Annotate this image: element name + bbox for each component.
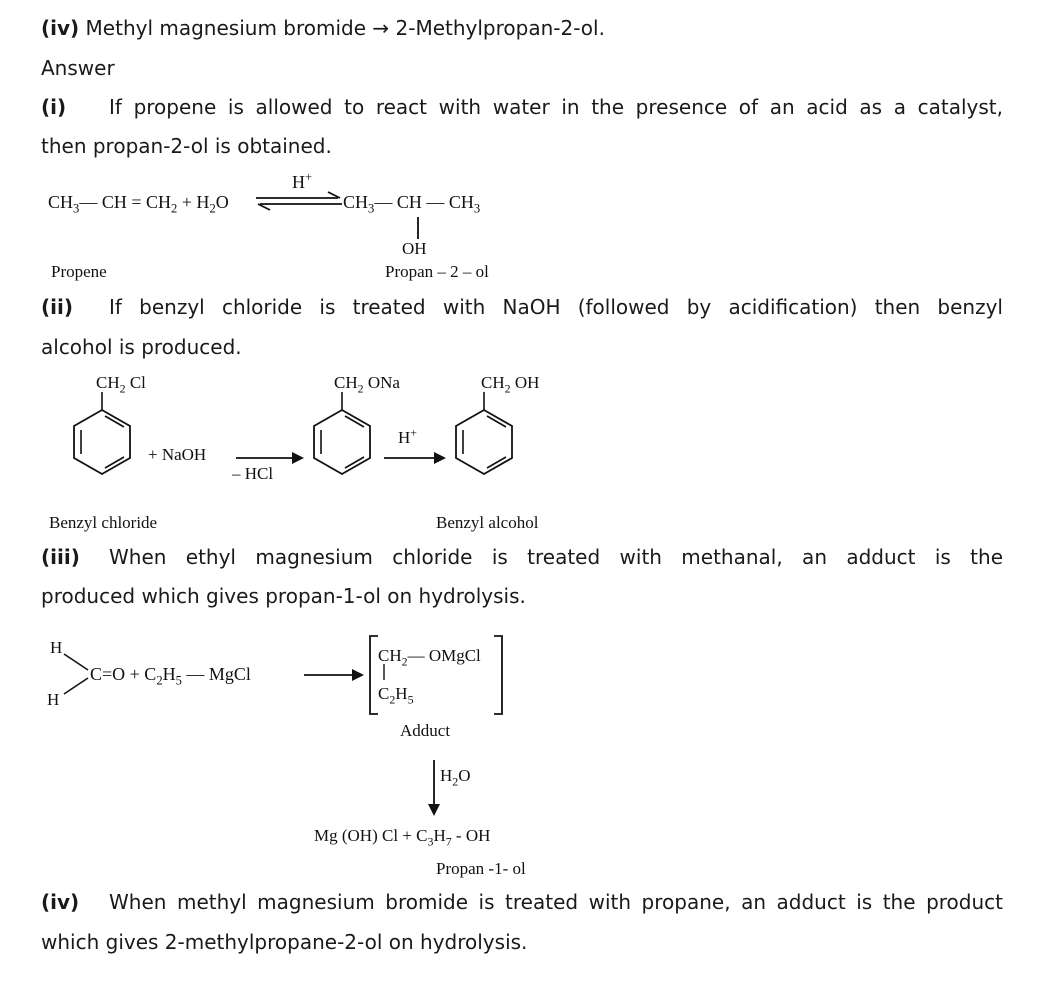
adduct-top: CH2— OMgCl [378,646,481,669]
question-text: Methyl magnesium bromide → 2-Methylpropa… [85,16,605,40]
acid-catalyst: H+ [292,170,313,192]
question-heading: (iv) Methyl magnesium bromide → 2-Methyl… [41,16,605,40]
equilibrium-arrow [256,191,342,211]
propan-2-ol-formula: CH3— CH — CH3 [343,192,481,216]
propene-formula: CH3— CH = CH2 + H2O [48,192,229,216]
adduct-brackets [369,635,503,715]
reaction-arrow-3 [304,669,364,681]
naoh-reagent: + NaOH [148,445,207,464]
part-iii-line1: (iii) When ethyl magnesium chloride is tr… [41,545,1003,569]
part-iii-text: When ethyl magnesium chloride is treated… [109,545,1003,569]
part-ii-line1: (ii) If benzyl chloride is treated with N… [41,295,1003,319]
part-i-line2: then propan-2-ol is obtained. [41,134,332,158]
hydrolysis-arrow [428,760,440,816]
benzyl-chloride-substituent: CH2 Cl [96,373,146,396]
methanal-h-bottom: H [47,690,60,709]
part-ii-text: If benzyl chloride is treated with NaOH … [109,295,1003,319]
grignard-reactants: C=O + C2H5 — MgCl [90,664,251,688]
part-i-text: If propene is allowed to react with wate… [109,95,1003,119]
answer-label: Answer [41,56,115,80]
adduct-label: Adduct [400,721,451,740]
benzene-ring-3 [455,392,513,476]
benzyl-alcohol-substituent: CH2 OH [481,373,540,396]
part-i-mark: (i) [41,95,67,119]
part-iii-mark: (iii) [41,545,80,569]
part-iv-mark: (iv) [41,890,80,914]
reaction-arrow-1 [236,452,304,464]
part-iv-line2: which gives 2-methylpropane-2-ol on hydr… [41,930,528,954]
label-benzyl-chloride: Benzyl chloride [49,513,158,532]
adduct-ethyl: C2H5 [378,684,414,707]
label-propene: Propene [51,262,107,281]
benzene-ring-1 [73,392,131,476]
hydroxyl-group: OH [402,239,427,258]
part-ii-mark: (ii) [41,295,73,319]
part-i-line1: (i) If propene is allowed to react with w… [41,95,1003,119]
reaction-arrow-2 [384,452,446,464]
oh-bond [417,217,419,239]
hcl-byproduct: – HCl [232,464,274,483]
water-reagent: H2O [440,766,471,789]
label-propan-2-ol: Propan – 2 – ol [385,262,489,281]
label-benzyl-alcohol: Benzyl alcohol [436,513,539,532]
hydrolysis-products: Mg (OH) Cl + C3H7 - OH [314,826,491,849]
sodium-benzoxide-substituent: CH2 ONa [334,373,400,396]
benzene-ring-2 [313,392,371,476]
question-mark: (iv) [41,16,80,40]
acidification-label: H+ [398,425,417,447]
part-iv-line1: (iv) When methyl magnesium bromide is tre… [41,890,1003,914]
label-propan-1-ol: Propan -1- ol [436,859,526,878]
methanal-bonds [63,653,89,695]
part-iv-text: When methyl magnesium bromide is treated… [109,890,1003,914]
part-iii-line2: produced which gives propan-1-ol on hydr… [41,584,526,608]
methanal-h-top: H [50,638,63,657]
part-ii-line2: alcohol is produced. [41,335,242,359]
